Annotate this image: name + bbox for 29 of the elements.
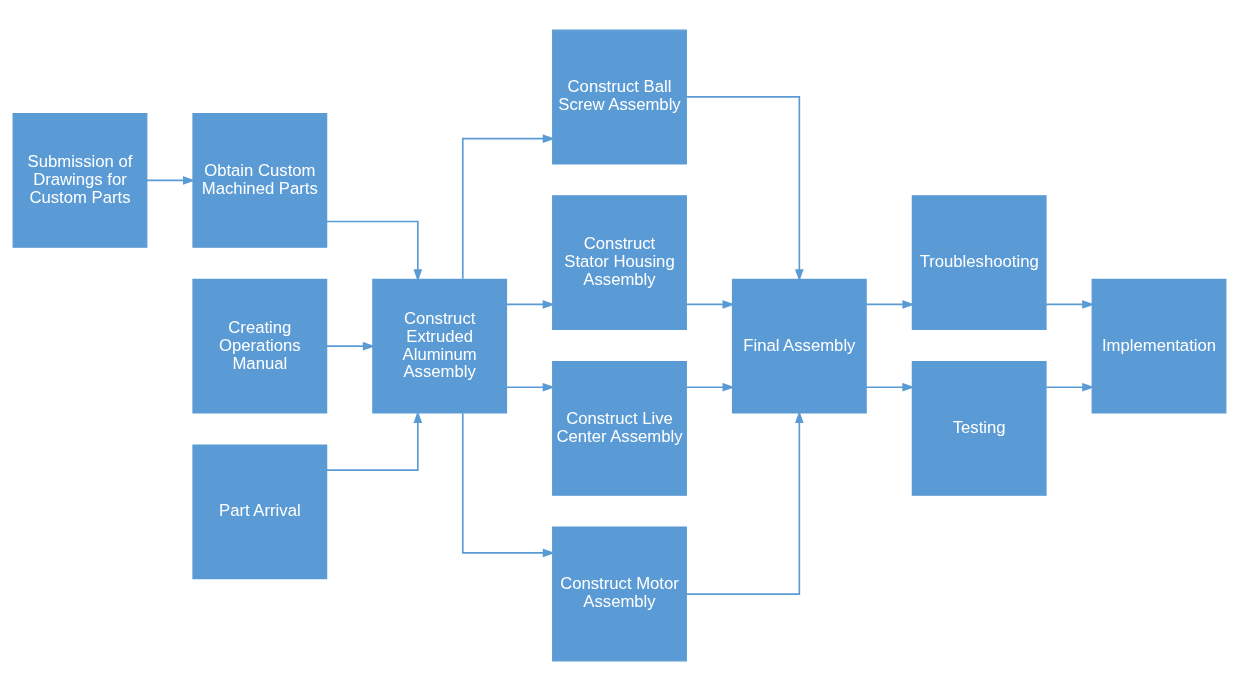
node-box: Implementation — [1091, 278, 1227, 414]
node-box: Submission of Drawings for Custom Parts — [12, 112, 148, 248]
node-box: Troubleshooting — [911, 194, 1047, 330]
arrow — [685, 382, 735, 392]
node-box: Construct Extruded Aluminum Assembly — [372, 278, 508, 414]
arrow — [146, 175, 196, 185]
arrow — [865, 299, 915, 309]
node-box: Obtain Custom Machined Parts — [192, 112, 328, 248]
arrow — [325, 341, 376, 350]
arrow — [326, 220, 423, 282]
arrow — [326, 410, 423, 471]
node-box: Construct Live Center Assembly — [552, 360, 687, 496]
arrow — [685, 410, 804, 595]
node-box: Construct Motor Assembly — [552, 526, 687, 661]
arrow — [685, 299, 735, 309]
node-box: Testing — [911, 360, 1047, 496]
arrow — [1045, 299, 1095, 309]
node-box: Construct Stator Housing Assembly — [552, 194, 687, 330]
arrow — [505, 382, 555, 392]
arrow — [865, 382, 915, 392]
node-box: Part Arrival — [192, 443, 328, 579]
arrow — [461, 133, 556, 280]
arrow — [505, 299, 555, 309]
arrow — [1045, 382, 1095, 392]
node-box: Creating Operations Manual — [192, 278, 328, 414]
node-box: Final Assembly — [731, 278, 867, 414]
arrow — [461, 411, 556, 557]
node-box: Construct Ball Screw Assembly — [552, 29, 687, 164]
arrow — [685, 95, 804, 282]
